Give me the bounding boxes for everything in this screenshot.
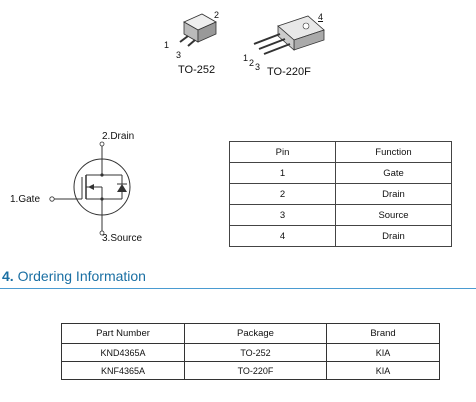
package-cell: TO-220F [184,361,327,380]
to220f-label: TO-220F [267,66,311,78]
pin-cell: 3 [229,204,336,226]
header-function: Function [335,141,452,163]
section-number: 4. [2,268,14,284]
function-cell: Gate [335,162,452,184]
pin-function-table: Pin Function 1 Gate 2 Drain 3 Source 4 D… [229,141,452,247]
table-header-row: Part Number Package Brand [61,323,440,344]
pin-cell: 2 [229,183,336,205]
part-number-cell: KNF4365A [61,361,185,380]
pin-cell: 4 [229,225,336,247]
header-brand: Brand [326,323,440,344]
to220f-pin-2: 2 [249,58,255,68]
section-title-text: Ordering Information [17,268,146,284]
function-cell: Drain [335,225,452,247]
ordering-table: Part Number Package Brand KND4365A TO-25… [61,323,440,380]
function-cell: Source [335,204,452,226]
brand-cell: KIA [326,361,440,380]
to220f-pin-4: 4 [318,12,324,22]
function-cell: Drain [335,183,452,205]
to220f-pin-3: 3 [255,62,261,72]
header-part-number: Part Number [61,323,185,344]
source-label: 3.Source [102,233,143,244]
table-row: 2 Drain [229,183,452,205]
to252-pin-1: 1 [164,40,170,50]
brand-cell: KIA [326,343,440,362]
table-row: 4 Drain [229,225,452,247]
section-heading: 4. Ordering Information [2,268,146,284]
to252-pin-3: 3 [176,50,182,60]
mosfet-symbol [49,141,131,236]
to252-label: TO-252 [178,64,216,76]
package-cell: TO-252 [184,343,327,362]
to220f-pin-1: 1 [243,53,249,63]
table-row: KND4365A TO-252 KIA [61,343,440,362]
header-pin: Pin [229,141,336,163]
pin-cell: 1 [229,162,336,184]
gate-label: 1.Gate [10,194,41,205]
part-number-cell: KND4365A [61,343,185,362]
to252-package-image [179,13,217,47]
drain-label: 2.Drain [102,131,135,142]
table-header-row: Pin Function [229,141,452,163]
to252-pin-2: 2 [214,10,220,20]
table-row: KNF4365A TO-220F KIA [61,361,440,380]
section-divider [0,288,476,289]
header-package: Package [184,323,327,344]
table-row: 1 Gate [229,162,452,184]
table-row: 3 Source [229,204,452,226]
to220f-package-image [253,15,325,55]
